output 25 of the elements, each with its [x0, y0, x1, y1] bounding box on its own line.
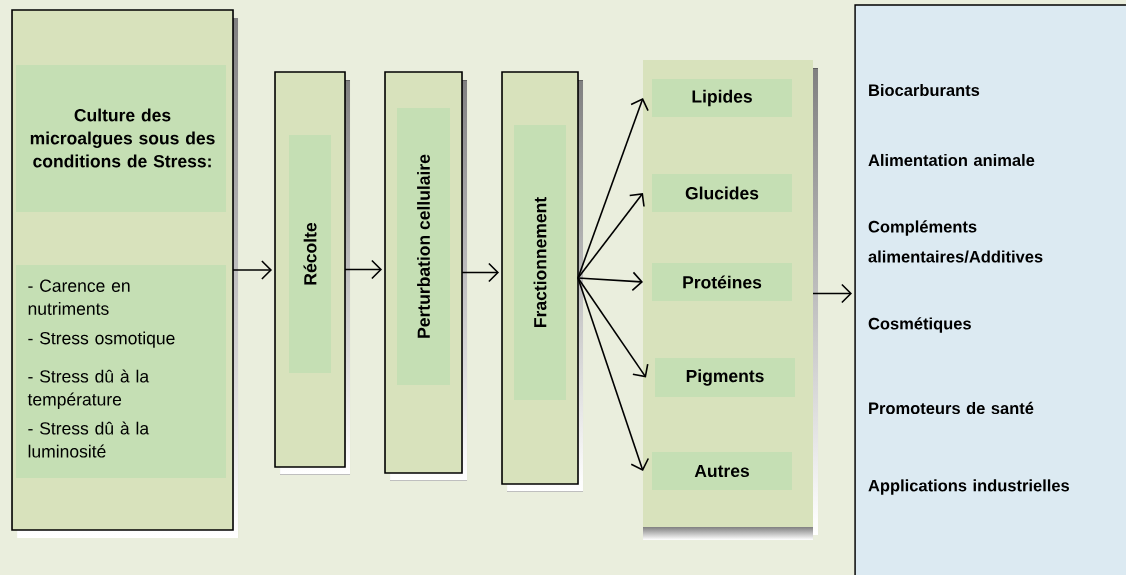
panel [854, 4, 1126, 575]
process-box: Fractionnement [501, 71, 583, 492]
arrow [461, 262, 499, 283]
arrow [577, 98, 649, 279]
application-label: Applications industrielles [868, 479, 1070, 495]
fraction-box: Lipides [652, 79, 792, 117]
application-label: Promoteurs de santé [869, 401, 1034, 415]
arrow [344, 259, 382, 280]
fraction-box: Pigments [655, 358, 795, 397]
fraction-box: Autres [652, 452, 792, 490]
process-box: Culture des microalgues sous des conditions de Stress: - Carence en nutriments - Stress osmotique - Stress dû à la température - Stress dû à la luminosité [11, 9, 238, 538]
arrow [577, 277, 649, 378]
process-box: Perturbation cellulaire [384, 71, 467, 481]
application-label: Biocarburants [869, 83, 980, 97]
process-box: Récolte [274, 71, 350, 475]
fraction-box: Protéines [652, 263, 792, 301]
arrow [577, 277, 650, 471]
application-label: Cosmétiques [868, 317, 971, 333]
arrow [577, 271, 643, 292]
arrow [232, 260, 272, 280]
application-label: Compléments alimentaires/Additives [868, 220, 1043, 263]
application-label: Alimentation animale [868, 153, 1035, 167]
arrow [577, 193, 645, 279]
arrow [812, 283, 852, 304]
fraction-box: Glucides [652, 174, 792, 212]
